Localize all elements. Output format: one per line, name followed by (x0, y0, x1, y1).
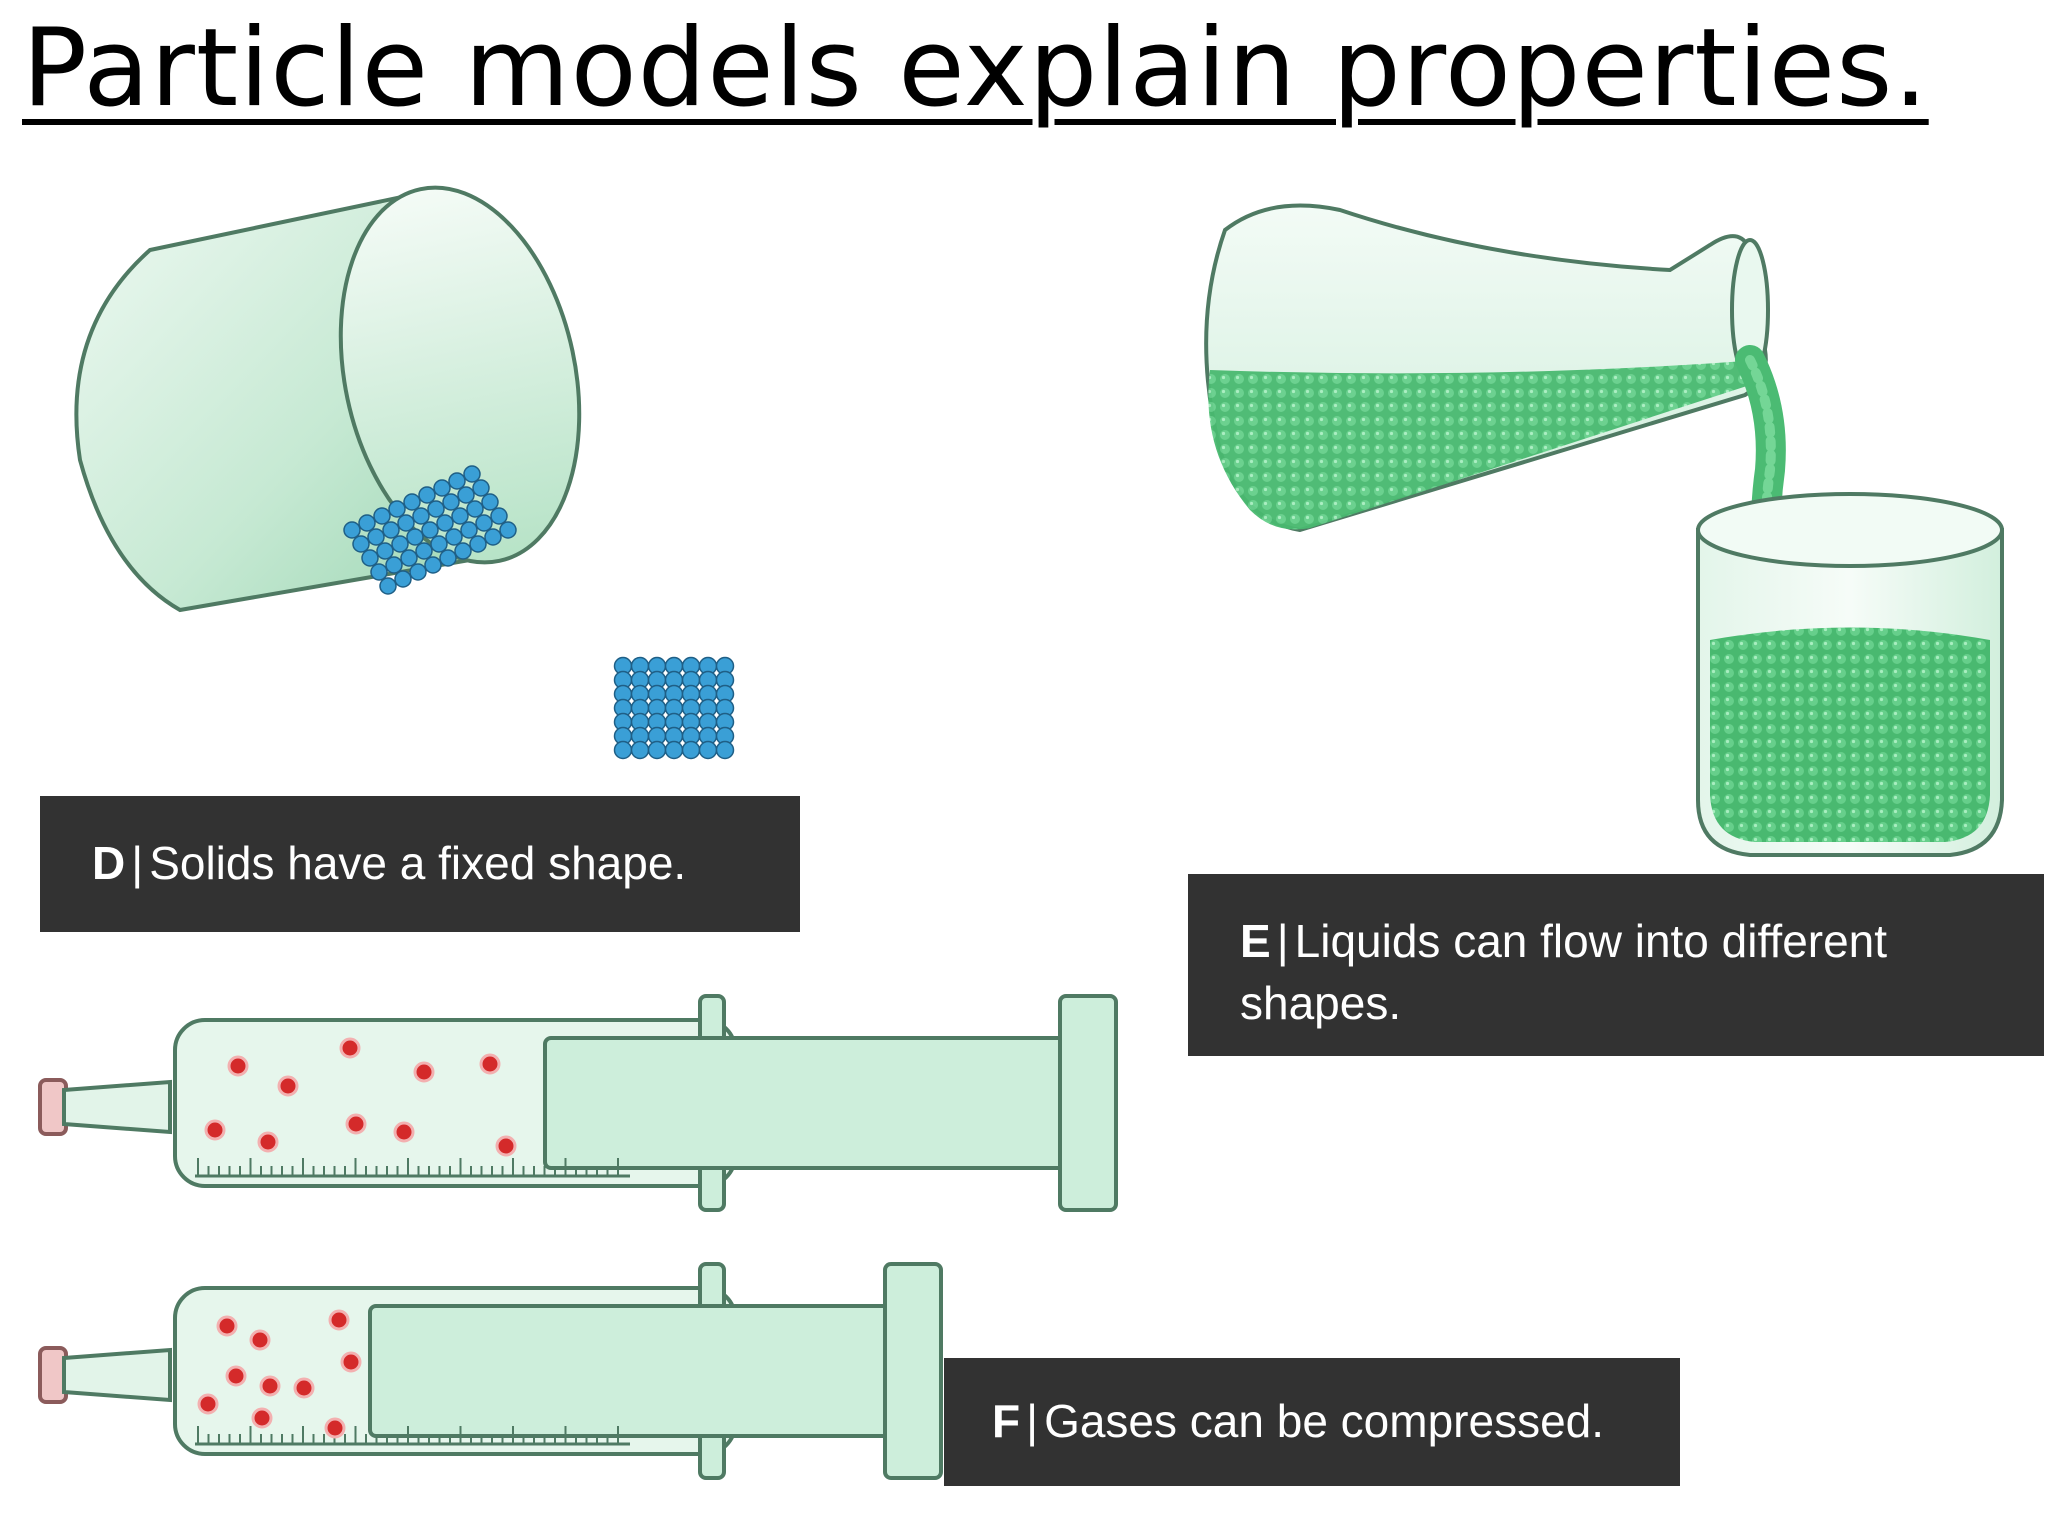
solid-particle (484, 528, 502, 546)
solid-particle (481, 493, 499, 511)
solid-particle (388, 500, 406, 518)
gas-particles-compressed (197, 1309, 362, 1439)
solid-particle (698, 740, 718, 760)
solid-particle (445, 528, 463, 546)
solid-particle (448, 472, 466, 490)
gas-particle (339, 1037, 361, 1059)
gas-particle (257, 1131, 279, 1153)
beaker (1696, 492, 2004, 857)
gas-particle (216, 1315, 238, 1337)
gas-particle (495, 1135, 517, 1157)
solid-particle (613, 740, 633, 760)
solid-particle (412, 507, 430, 525)
syringe-uncompressed (38, 994, 1118, 1212)
solid-particle (406, 528, 424, 546)
caption-liquids: E|Liquids can flow into different shapes… (1188, 874, 2044, 1056)
gas-particle (259, 1375, 281, 1397)
caption-solids: D|Solids have a fixed shape. (40, 796, 800, 932)
gas-particle (225, 1365, 247, 1387)
solid-particle (460, 521, 478, 539)
solid-particles-in-cup (343, 465, 517, 595)
page-title: Particle models explain properties. (22, 6, 1929, 131)
solid-particle (385, 556, 403, 574)
solid-particle (454, 542, 472, 560)
caption-gases: F|Gases can be compressed. (944, 1358, 1680, 1486)
gas-particle (324, 1417, 346, 1439)
gas-particle (277, 1075, 299, 1097)
solid-particle (409, 563, 427, 581)
solid-particle (490, 507, 508, 525)
caption-text: Solids have a fixed shape. (149, 837, 687, 889)
solid-particle (715, 740, 735, 760)
solid-particle (681, 740, 701, 760)
solid-particle (424, 556, 442, 574)
solid-particle (394, 570, 412, 588)
solid-particle (373, 507, 391, 525)
caption-letter: E (1240, 915, 1271, 967)
solid-particle (439, 549, 457, 567)
solid-particle (427, 500, 445, 518)
solid-particle (415, 542, 433, 560)
solid-particle (379, 577, 397, 595)
solid-cup-illustration (74, 185, 735, 760)
gas-particle (204, 1119, 226, 1141)
gas-particle (340, 1351, 362, 1373)
conical-flask (1204, 203, 1770, 533)
gas-particle (197, 1393, 219, 1415)
caption-letter: F (992, 1395, 1021, 1447)
gas-particle (328, 1309, 350, 1331)
solid-particle (466, 500, 484, 518)
solid-particle (358, 514, 376, 532)
solid-particle (647, 740, 667, 760)
solid-particle (418, 486, 436, 504)
gas-particles-spread (204, 1037, 517, 1157)
solid-particles-block (613, 656, 735, 760)
solid-particle (382, 521, 400, 539)
gas-particle (345, 1113, 367, 1135)
solid-particle (469, 535, 487, 553)
solid-particle (442, 493, 460, 511)
solid-particle (630, 740, 650, 760)
caption-text: Liquids can flow into different shapes. (1240, 915, 1888, 1029)
caption-divider: | (1276, 915, 1289, 967)
solid-particle (421, 521, 439, 539)
solid-particle (403, 493, 421, 511)
caption-letter: D (92, 837, 126, 889)
solid-particle (370, 563, 388, 581)
solid-particle (400, 549, 418, 567)
solid-particle (451, 507, 469, 525)
syringe-scale-ticks (197, 1158, 619, 1176)
solid-particle (436, 514, 454, 532)
solid-particle (457, 486, 475, 504)
gas-particle (393, 1121, 415, 1143)
solid-particle (472, 479, 490, 497)
solid-particle (391, 535, 409, 553)
solid-particle (367, 528, 385, 546)
solid-particle (499, 521, 517, 539)
tilted-cup (74, 185, 582, 613)
solid-particle (376, 542, 394, 560)
gas-particle (479, 1053, 501, 1075)
gas-particle (251, 1407, 273, 1429)
caption-divider: | (1026, 1395, 1039, 1447)
caption-text: Gases can be compressed. (1044, 1395, 1605, 1447)
syringe-compressed (38, 1262, 943, 1480)
solid-particle (430, 535, 448, 553)
solid-particle (664, 740, 684, 760)
gas-particle (293, 1377, 315, 1399)
solid-particle (361, 549, 379, 567)
caption-divider: | (131, 837, 144, 889)
liquid-pour-illustration (1204, 203, 2004, 857)
gas-particle (227, 1055, 249, 1077)
gas-particle (249, 1329, 271, 1351)
solid-particle (463, 465, 481, 483)
solid-particle (475, 514, 493, 532)
solid-particle (343, 521, 361, 539)
syringe-scale-ticks (197, 1426, 619, 1444)
gas-particle (413, 1061, 435, 1083)
solid-particle (397, 514, 415, 532)
solid-particle (433, 479, 451, 497)
gas-syringes-illustration (38, 994, 1118, 1480)
solid-particle (352, 535, 370, 553)
